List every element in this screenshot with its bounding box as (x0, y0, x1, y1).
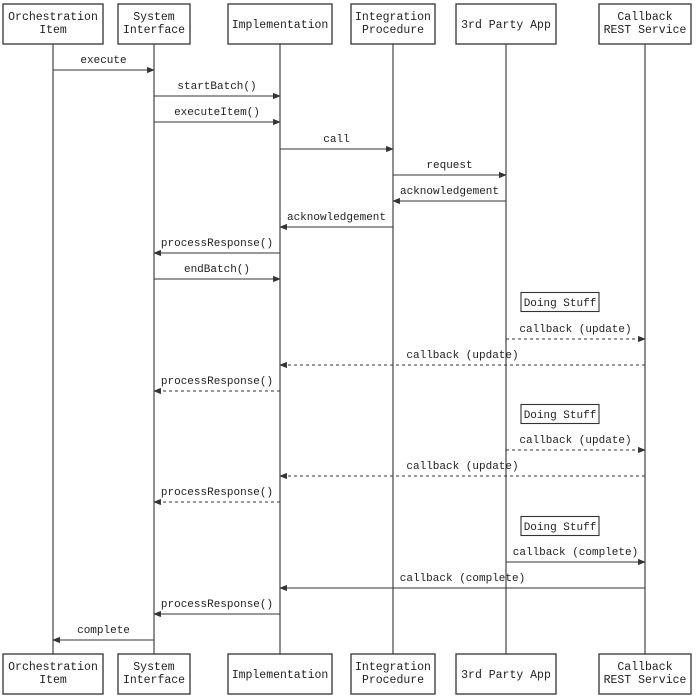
participant-thirdparty-top: 3rd Party App (455, 3, 557, 45)
participant-box (455, 653, 557, 695)
message-label: call (323, 134, 349, 146)
messages: execute startBatch() executeItem() call requ… (52, 55, 646, 644)
message-arrow: processResponse() (153, 487, 280, 506)
message-arrow: processResponse() (153, 238, 280, 257)
message-label: callback (complete) (400, 573, 525, 585)
participant-box (227, 653, 333, 695)
participant-label: Orchestration (8, 11, 98, 24)
participant-label: Interface (123, 674, 185, 687)
lifelines (52, 44, 646, 654)
participant-label: Item (39, 674, 67, 687)
participant-thirdparty-bottom: 3rd Party App (455, 653, 557, 695)
participant-box (350, 653, 436, 695)
message-arrow: processResponse() (153, 376, 280, 395)
participant-box (117, 653, 191, 695)
participant-label: System (133, 661, 175, 674)
message-arrow: executeItem() (154, 107, 281, 126)
message-label: callback (update) (519, 324, 631, 336)
participant-box (598, 3, 692, 45)
message-label: callback (complete) (513, 547, 638, 559)
message-arrow: call (280, 134, 394, 153)
message-arrow: processResponse() (153, 599, 280, 618)
message-label: processResponse() (161, 599, 273, 611)
participant-box (227, 3, 333, 45)
message-label: execute (80, 55, 126, 67)
message-label: callback (update) (519, 435, 631, 447)
participant-label: Callback (617, 11, 672, 24)
participant-label: Procedure (362, 24, 424, 37)
message-arrow: complete (52, 625, 154, 644)
participant-box (117, 3, 191, 45)
participant-label: Orchestration (8, 661, 98, 674)
message-label: processResponse() (161, 376, 273, 388)
message-label: executeItem() (174, 107, 260, 119)
participant-label: Implementation (232, 19, 329, 32)
message-label: complete (77, 625, 130, 637)
participant-label: Implementation (232, 669, 329, 682)
message-arrow: request (393, 160, 507, 179)
note-box (520, 403, 600, 425)
participant-label: Item (39, 24, 67, 37)
message-arrow: startBatch() (154, 81, 281, 100)
participant-label: Callback (617, 661, 672, 674)
message-label: endBatch() (184, 264, 250, 276)
participant-label: 3rd Party App (461, 669, 551, 682)
note-box (520, 291, 600, 313)
message-label: processResponse() (161, 238, 273, 250)
participant-box (2, 3, 104, 45)
message-arrow: callback (update) (506, 324, 646, 343)
note: Doing Stuff (520, 515, 600, 537)
participant-label: Integration (355, 661, 431, 674)
participant-implementation-top: Implementation (227, 3, 333, 45)
note-box (520, 515, 600, 537)
note-label: Doing Stuff (524, 410, 597, 422)
participant-label: REST Service (604, 674, 687, 687)
note-label: Doing Stuff (524, 522, 597, 534)
message-label: callback (update) (406, 461, 518, 473)
message-label: callback (update) (406, 350, 518, 362)
participant-box (350, 3, 436, 45)
message-arrow: callback (update) (279, 350, 645, 369)
participant-implementation-bottom: Implementation (227, 653, 333, 695)
message-label: acknowledgement (400, 186, 499, 198)
message-arrow: endBatch() (154, 264, 281, 283)
participant-label: 3rd Party App (461, 19, 551, 32)
note: Doing Stuff (520, 403, 600, 425)
message-label: startBatch() (177, 81, 256, 93)
participant-box (598, 653, 692, 695)
participant-label: Procedure (362, 674, 424, 687)
message-arrow: callback (complete) (279, 573, 645, 592)
participant-box (455, 3, 557, 45)
message-arrow: acknowledgement (279, 212, 393, 231)
participant-label: Interface (123, 24, 185, 37)
message-label: acknowledgement (287, 212, 386, 224)
participant-box (2, 653, 104, 695)
message-arrow: callback (update) (279, 461, 645, 480)
participant-label: REST Service (604, 24, 687, 37)
participant-label: Integration (355, 11, 431, 24)
message-arrow: acknowledgement (392, 186, 506, 205)
message-arrow: callback (update) (506, 435, 646, 454)
message-label: request (426, 160, 472, 172)
participant-label: System (133, 11, 175, 24)
message-arrow: execute (53, 55, 155, 74)
note-label: Doing Stuff (524, 298, 597, 310)
message-label: processResponse() (161, 487, 273, 499)
note: Doing Stuff (520, 291, 600, 313)
message-arrow: callback (complete) (506, 547, 646, 566)
